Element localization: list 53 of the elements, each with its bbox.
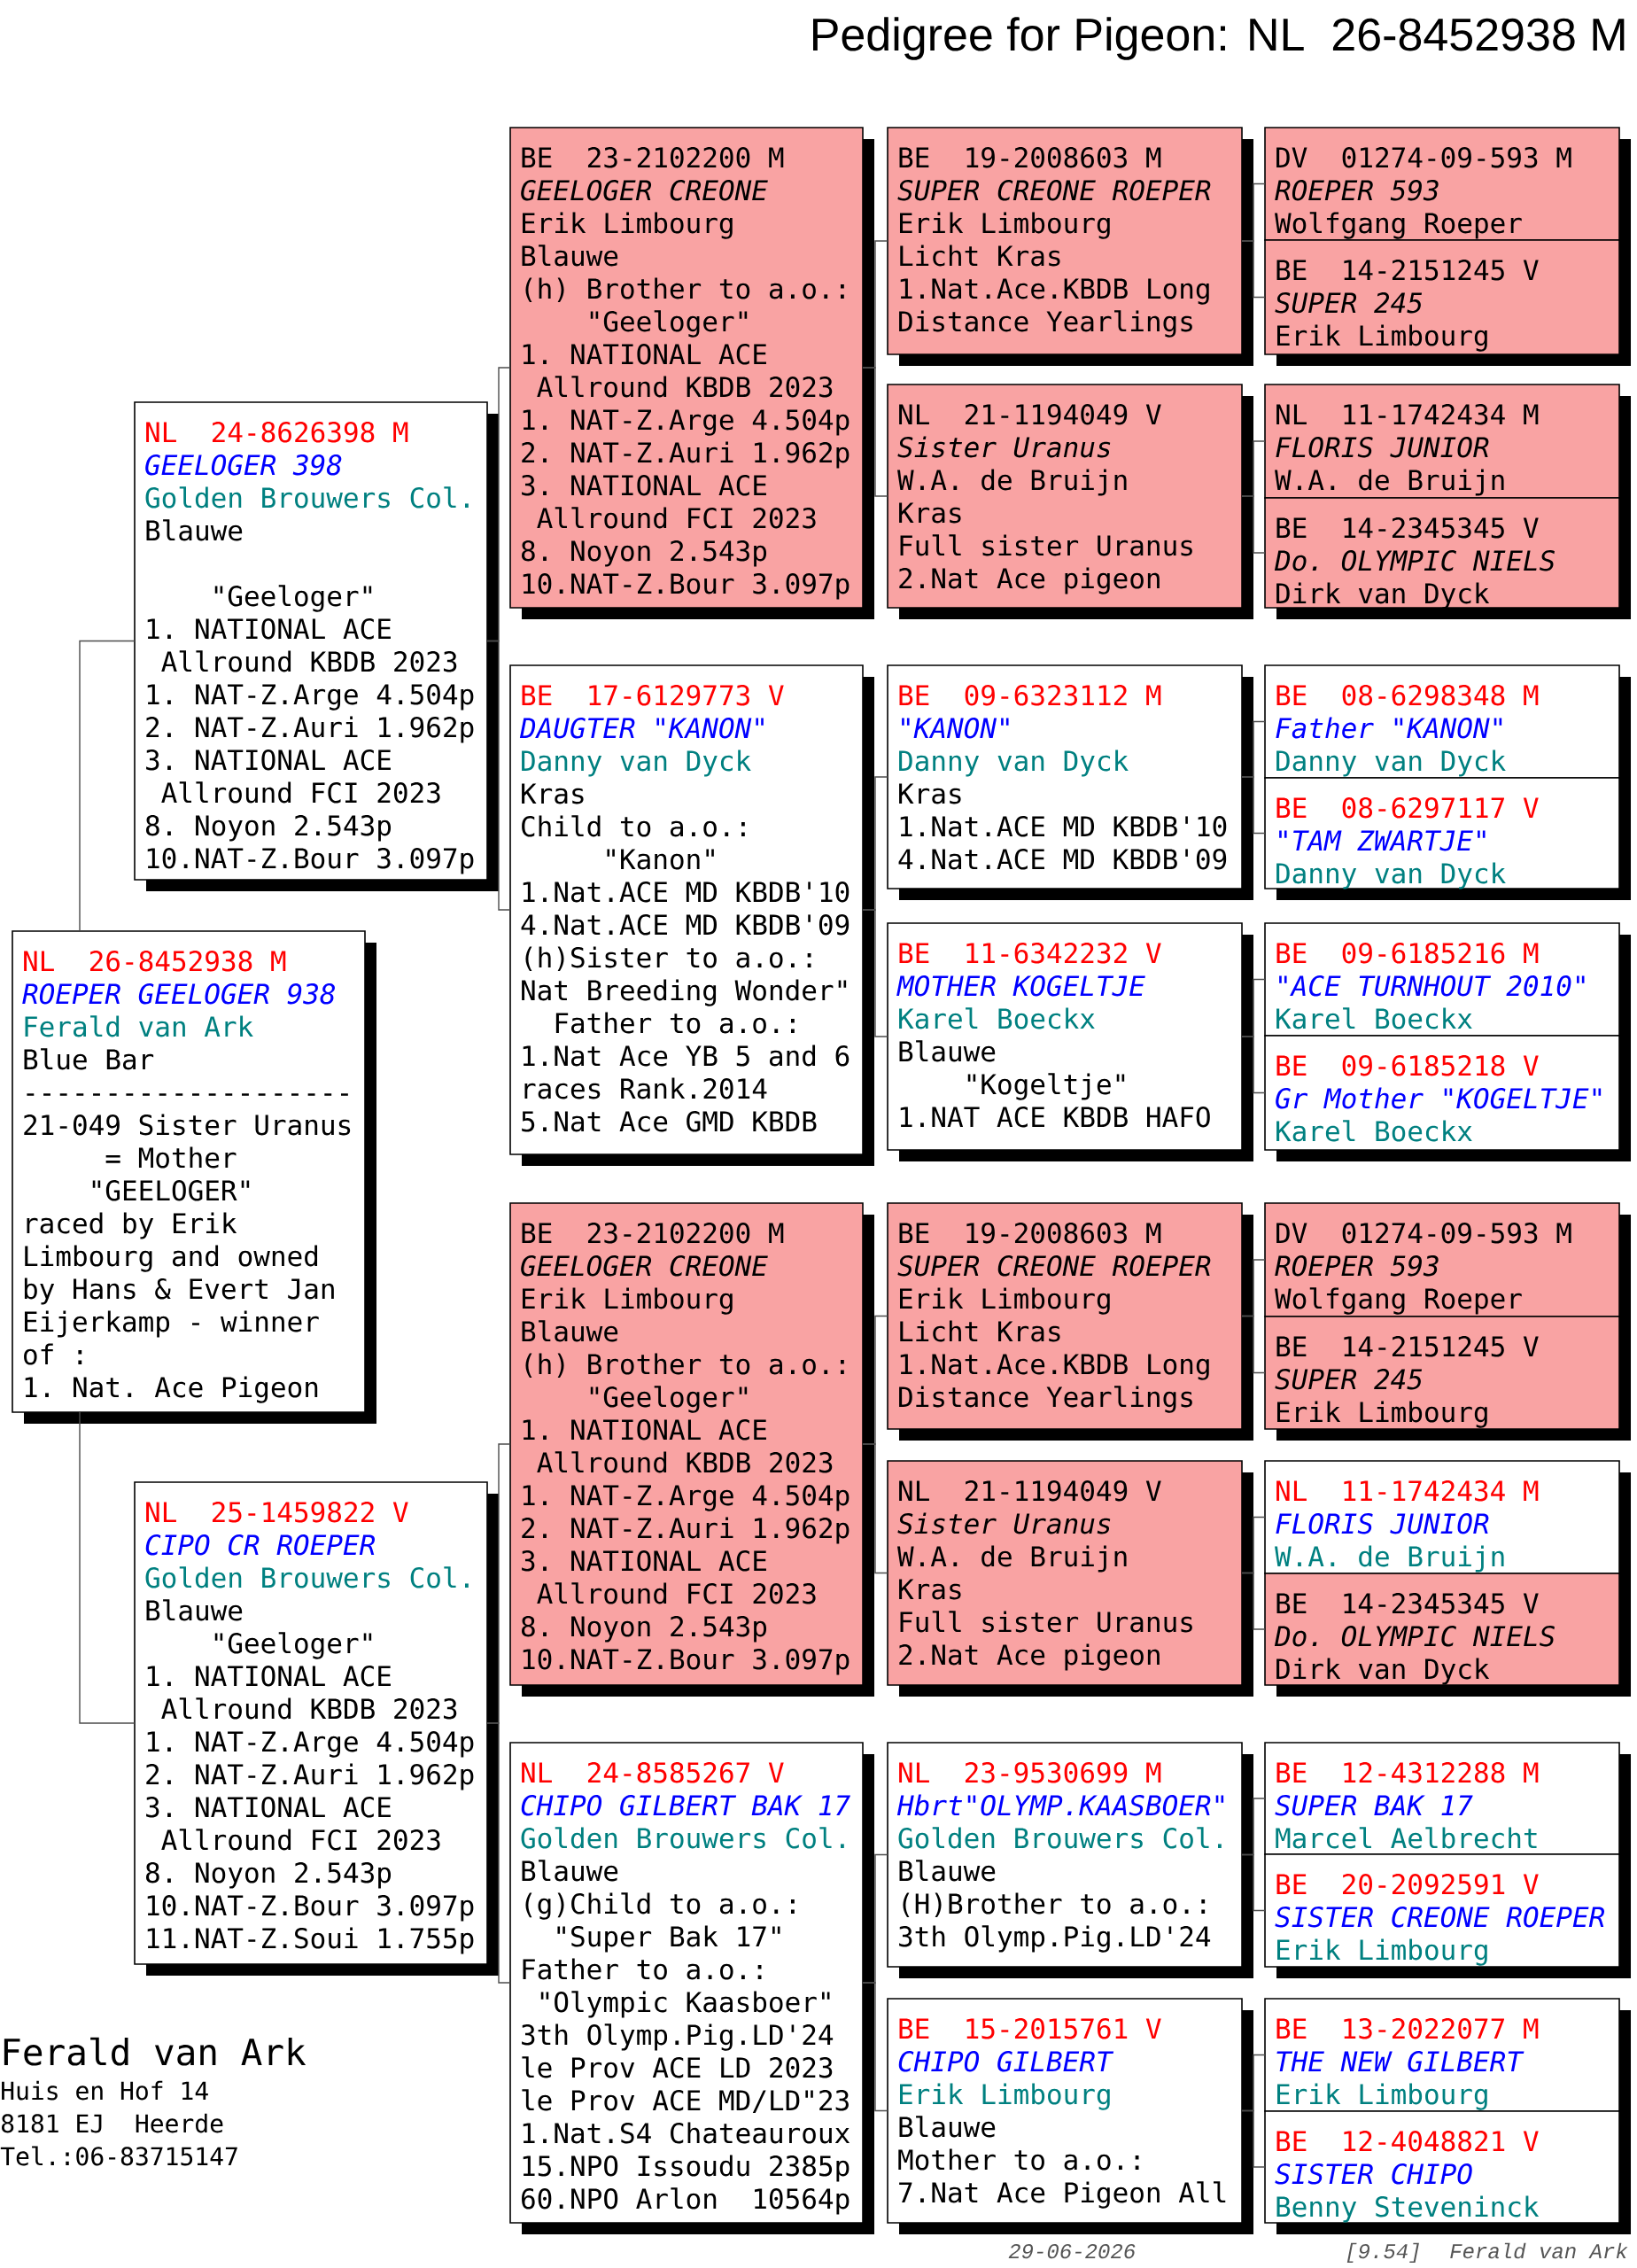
pedigree-card: BE 08-6297117 V "TAM ZWARTJE" Danny van Dyck	[1264, 777, 1631, 900]
pedigree-card: BE 12-4312288 M SUPER BAK 17 Marcel Aelbrecht	[1264, 1742, 1631, 1867]
pedigree-card: BE 14-2345345 V Do. OLYMPIC NIELS Dirk van Dyck	[1264, 1573, 1631, 1697]
pedigree-card: NL 25-1459822 V CIPO CR ROEPER Golden Brouwers Col. Blauwe "Geeloger" 1. NATIONAL ACE Allround KBDB 2023 1. NAT-Z.Arge 4.504p 2. NAT-Z.Auri 1.962p 3. NATIONAL ACE Allround FCI 2023 8. Noyon 2.543p 10.NAT-Z.Bour 3.097p 11.NAT-Z.Soui 1.755p	[134, 1481, 499, 1977]
pedigree-card: DV 01274-09-593 M ROEPER 593 Wolfgang Roeper	[1264, 1202, 1631, 1328]
connector-line	[862, 909, 888, 1037]
pedigree-card: BE 14-2151245 V SUPER 245 Erik Limbourg	[1264, 1316, 1631, 1441]
breeder-name: Ferald van Ark	[4, 2037, 306, 2066]
connector-line	[1241, 2109, 1266, 2168]
address-line: 8181 EJ Heerde	[2, 2113, 223, 2133]
pedigree-card: NL 11-1742434 M FLORIS JUNIOR W.A. de Bruijn	[1264, 384, 1631, 509]
pedigree-card: NL 21-1194049 V Sister Uranus W.A. de Bruijn Kras Full sister Uranus 2.Nat Ace pigeon	[887, 1460, 1253, 1697]
pedigree-card: BE 15-2015761 V CHIPO GILBERT Erik Limbourg Blauwe Mother to a.o.: 7.Nat Ace Pigeon All	[887, 1998, 1253, 2235]
pedigree-card: BE 20-2092591 V SISTER CREONE ROEPER Erik Limbourg	[1264, 1853, 1631, 1979]
connector-line	[1241, 1572, 1266, 1630]
pedigree-card: BE 14-2151245 V SUPER 245 Erik Limbourg	[1264, 239, 1631, 366]
pedigree-card: BE 19-2008603 M SUPER CREONE ROEPER Erik Limbourg Licht Kras 1.Nat.Ace.KBDB Long Distance Yearlings	[887, 127, 1253, 366]
pedigree-card: BE 12-4048821 V SISTER CHIPO Benny Steveninck	[1264, 2110, 1631, 2235]
pedigree-card: BE 11-6342232 V MOTHER KOGELTJE Karel Boeckx Blauwe "Kogeltje" 1.NAT ACE KBDB HAFO	[887, 922, 1253, 1161]
pedigree-card: BE 23-2102200 M GEELOGER CREONE Erik Limbourg Blauwe (h) Brother to a.o.: "Geeloger" 1. NATIONAL ACE Allround KBDB 2023 1. NAT-Z.Arge 4.504p 2. NAT-Z.Auri 1.962p 3. NATIONAL ACE Allround FCI 2023 8. Noyon 2.543p 10.NAT-Z.Bour 3.097p	[509, 127, 874, 619]
pedigree-card: BE 09-6185218 V Gr Mother "KOGELTJE" Karel Boeckx	[1264, 1035, 1631, 1161]
connector-line	[79, 640, 136, 932]
pedigree-card: BE 23-2102200 M GEELOGER CREONE Erik Limbourg Blauwe (h) Brother to a.o.: "Geeloger" 1. NATIONAL ACE Allround KBDB 2023 1. NAT-Z.Arge 4.504p 2. NAT-Z.Auri 1.962p 3. NATIONAL ACE Allround FCI 2023 8. Noyon 2.543p 10.NAT-Z.Bour 3.097p	[509, 1202, 874, 1697]
pedigree-card: BE 09-6323112 M "KANON" Danny van Dyck Kras 1.Nat.ACE MD KBDB'10 4.Nat.ACE MD KBDB'09	[887, 664, 1253, 900]
pedigree-card: NL 26-8452938 M ROEPER GEELOGER 938 Ferald van Ark Blue Bar -------------------- 21-049 Sister Uranus = Mother "GEELOGER" raced by Erik Limbourg and owned by Hans & Evert Jan Eijerkamp - winner of : 1. Nat. Ace Pigeon	[12, 930, 376, 1424]
address-line: Tel.:06-83715147	[0, 2146, 237, 2166]
pedigree-card: NL 11-1742434 M FLORIS JUNIOR W.A. de Bruijn	[1264, 1460, 1631, 1585]
connector-line	[862, 1982, 888, 2112]
connector-line	[1241, 1853, 1266, 1912]
connector-line	[1241, 776, 1266, 835]
pedigree-card: BE 08-6298348 M Father "KANON" Danny van Dyck	[1264, 664, 1631, 789]
connector-line	[79, 1411, 136, 1724]
connector-line	[1241, 1315, 1266, 1374]
title: Pedigree for Pigeon: NL 26-8452938 M	[813, 17, 1625, 60]
connector-line	[486, 640, 511, 911]
connector-line	[1241, 495, 1266, 554]
connector-line	[862, 1443, 888, 1574]
pedigree-card: BE 13-2022077 M THE NEW GILBERT Erik Limbourg	[1264, 1998, 1631, 2124]
pedigree-card: BE 09-6185216 M "ACE TURNHOUT 2010" Karel Boeckx	[1264, 922, 1631, 1047]
pedigree-card: BE 19-2008603 M SUPER CREONE ROEPER Erik Limbourg Licht Kras 1.Nat.Ace.KBDB Long Distance Yearlings	[887, 1202, 1253, 1441]
pedigree-card: BE 17-6129773 V DAUGTER "KANON" Danny van Dyck Kras Child to a.o.: "Kanon" 1.Nat.ACE MD KBDB'10 4.Nat.ACE MD KBDB'09 (h)Sister to a.o.: Nat Breeding Wonder" Father to a.o.: 1.Nat Ace YB 5 and 6 races Rank.2014 5.Nat Ace GMD KBDB	[509, 664, 874, 1166]
footer-text: 29-06-2026	[1008, 2244, 1136, 2259]
address-line: Huis en Hof 14	[2, 2080, 208, 2101]
pedigree-card: NL 23-9530699 M Hbrt"OLYMP.KAASBOER" Golden Brouwers Col. Blauwe (H)Brother to a.o.: 3th Olymp.Pig.LD'24	[887, 1742, 1253, 1979]
connector-line	[486, 1722, 511, 1984]
pedigree-card: NL 24-8585267 V CHIPO GILBERT BAK 17 Golden Brouwers Col. Blauwe (g)Child to a.o.: "Super Bak 17" Father to a.o.: "Olympic Kaasboer" 3th Olymp.Pig.LD'24 le Prov ACE LD 2023 le Prov ACE MD/LD"23 1.Nat.S4 Chateauroux 15.NPO Issoudu 2385p 60.NPO Arlon 10564p	[509, 1742, 874, 2235]
pedigree-card: BE 14-2345345 V Do. OLYMPIC NIELS Dirk van Dyck	[1264, 497, 1631, 619]
connector-line	[1241, 1036, 1266, 1094]
pedigree-card: NL 24-8626398 M GEELOGER 398 Golden Brouwers Col. Blauwe "Geeloger" 1. NATIONAL ACE Allround KBDB 2023 1. NAT-Z.Arge 4.504p 2. NAT-Z.Auri 1.962p 3. NATIONAL ACE Allround FCI 2023 8. Noyon 2.543p 10.NAT-Z.Bour 3.097p	[134, 401, 499, 891]
connector-line	[862, 367, 888, 497]
pedigree-card: DV 01274-09-593 M ROEPER 593 Wolfgang Roeper	[1264, 127, 1631, 252]
connector-line	[1241, 240, 1266, 299]
pedigree-card: NL 21-1194049 V Sister Uranus W.A. de Bruijn Kras Full sister Uranus 2.Nat Ace pigeon	[887, 384, 1253, 619]
